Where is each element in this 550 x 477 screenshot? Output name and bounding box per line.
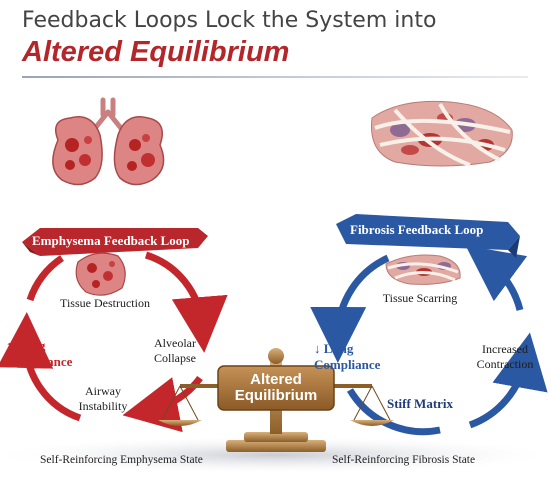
fibrosis-banner-label: Fibrosis Feedback Loop xyxy=(350,222,484,237)
balance-scale xyxy=(158,348,394,452)
equilibrium-line: Equilibrium xyxy=(234,387,318,404)
emphysema-node-lung-compliance: ↑ Lung Compliance xyxy=(6,338,72,370)
fibrosis-loop-arrows xyxy=(310,245,548,436)
instability-line: Instability xyxy=(78,399,128,413)
up-lung-line: ↑ Lung xyxy=(6,338,46,353)
fibrosis-node-stiff-matrix: Stiff Matrix xyxy=(386,396,454,411)
emphysema-node-tissue-destruction: Tissue Destruction xyxy=(60,296,150,310)
fibrotic-tissue-illustration xyxy=(370,100,513,167)
title-line-2: Altered Equilibrium xyxy=(22,36,290,68)
emphysema-state-label: Self-Reinforcing Emphysema State xyxy=(40,454,203,466)
fibrosis-banner xyxy=(336,214,520,258)
emphysema-banner-label: Emphysema Feedback Loop xyxy=(32,233,190,248)
title-line-1: Feedback Loops Lock the System into xyxy=(22,8,437,33)
airway-line: Airway xyxy=(85,384,121,398)
fibrosis-node-increased-contraction: Increased Contraction xyxy=(465,342,545,372)
increased-line: Increased xyxy=(482,342,528,356)
down-lung-line: ↓ Lung xyxy=(314,341,354,356)
ground-shadow xyxy=(0,437,550,473)
altered-line: Altered xyxy=(250,371,302,388)
contraction-line: Contraction xyxy=(476,357,534,371)
fibrosis-node-tissue-scarring: Tissue Scarring xyxy=(382,291,458,305)
alveolar-line: Alveolar xyxy=(154,336,196,350)
small-lung-illustration xyxy=(75,252,126,296)
fibrosis-state-label: Self-Reinforcing Fibrosis State xyxy=(332,454,476,466)
lungs-illustration xyxy=(52,97,165,186)
altered-equilibrium-label: Altered Equilibrium xyxy=(218,372,334,404)
small-tissue-illustration xyxy=(385,254,461,285)
title-divider xyxy=(22,76,528,78)
fibrosis-node-lung-compliance: ↓ Lung Compliance xyxy=(314,341,380,373)
emphysema-node-alveolar-collapse: Alveolar Collapse xyxy=(145,336,205,366)
compliance-line-2: Compliance xyxy=(314,357,381,372)
emphysema-loop-arrows xyxy=(0,251,228,433)
emphysema-banner xyxy=(22,228,208,256)
collapse-line: Collapse xyxy=(154,351,196,365)
compliance-line: Compliance xyxy=(6,354,73,369)
emphysema-node-airway-instability: Airway Instability xyxy=(68,384,138,414)
